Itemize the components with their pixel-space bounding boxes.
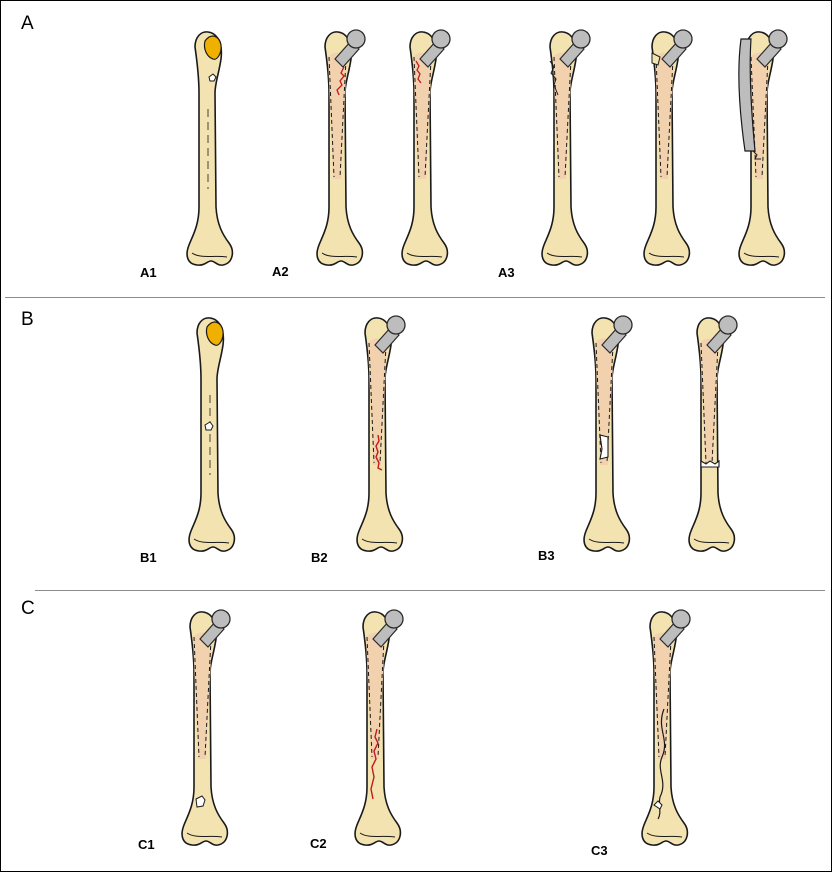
femur-c3: [636, 609, 696, 849]
femur-c3-implant-head: [672, 610, 690, 628]
femur-b3-second-implant-head: [719, 316, 737, 334]
femur-c1: [176, 609, 236, 849]
label-b3: B3: [538, 549, 555, 562]
label-a1: A1: [140, 266, 157, 279]
femur-a3-second: [638, 29, 698, 269]
label-c2: C2: [310, 837, 327, 850]
row-letter-c: C: [21, 599, 35, 618]
femur-b3-first-implant-head: [614, 316, 632, 334]
femur-a1: [181, 29, 241, 269]
femur-c2-implant-head: [385, 610, 403, 628]
femur-b1: [183, 315, 243, 555]
label-a2: A2: [272, 265, 289, 278]
divider-row-b-c: [35, 590, 825, 591]
femur-a2-second: [396, 29, 456, 269]
femur-a3-first: [536, 29, 596, 269]
row-letter-a: A: [21, 14, 34, 33]
label-c1: C1: [138, 838, 155, 851]
label-b2: B2: [311, 551, 328, 564]
femur-a3-first-implant-head: [572, 30, 590, 48]
femur-c1-implant-head: [212, 610, 230, 628]
femur-c2: [349, 609, 409, 849]
femur-b1-outline: [189, 318, 234, 551]
femur-a2-second-implant-head: [432, 30, 450, 48]
femur-b2: [351, 315, 411, 555]
femur-b3-first: [578, 315, 638, 555]
label-b1: B1: [140, 551, 157, 564]
label-c3: C3: [591, 844, 608, 857]
femur-a3-third-implant-head: [769, 30, 787, 48]
femur-a1-outline: [187, 32, 232, 265]
femur-b3-second: [683, 315, 743, 555]
femur-b2-implant-head: [387, 316, 405, 334]
label-a3: A3: [498, 266, 515, 279]
femur-a3-third: [733, 29, 793, 269]
row-letter-b: B: [21, 310, 34, 329]
femur-a2-first: [311, 29, 371, 269]
femur-b3-first-fracture: [600, 435, 608, 459]
divider-row-a-b: [5, 297, 825, 298]
femur-a2-first-implant-head: [347, 30, 365, 48]
femur-a3-second-implant-head: [674, 30, 692, 48]
